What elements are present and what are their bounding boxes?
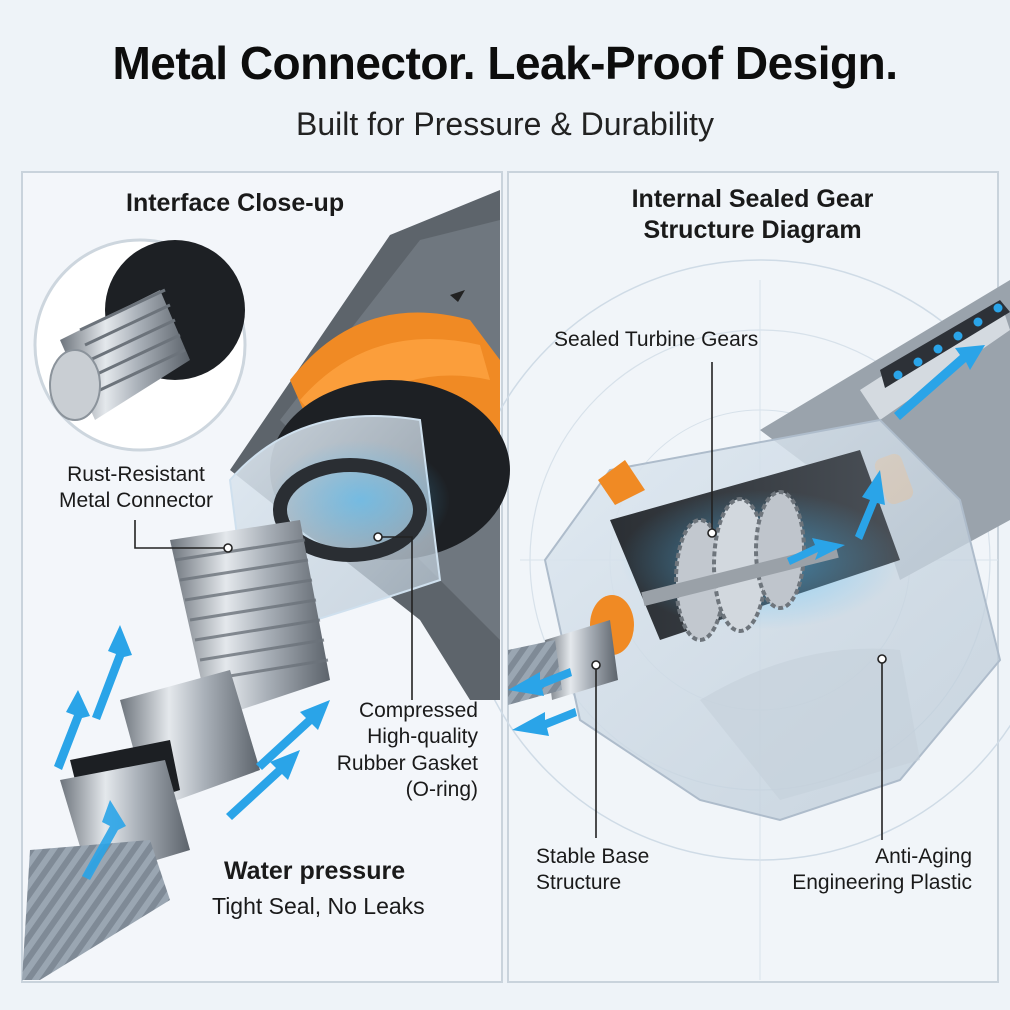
base-callout: Stable Base Structure — [536, 844, 649, 897]
gasket-callout-line-3: Rubber Gasket — [336, 751, 478, 775]
connector-callout-line-1: Rust-Resistant — [67, 463, 205, 486]
leader-lines-left — [134, 520, 413, 700]
gear-housing-right — [508, 280, 1010, 822]
plastic-callout: Anti-Aging Engineering Plastic — [740, 844, 972, 897]
gasket-callout-line-4: (O-ring) — [405, 777, 478, 801]
right-panel-title: Internal Sealed Gear Structure Diagram — [580, 184, 925, 247]
inset-closeup-circle — [33, 238, 247, 452]
arrow-mark-icon — [450, 290, 465, 302]
left-panel-title: Interface Close-up — [126, 189, 345, 217]
page-subtitle: Built for Pressure & Durability — [296, 106, 714, 142]
right-panel-title-line-1: Internal Sealed Gear — [631, 185, 874, 213]
water-flow-arrows-right — [508, 345, 985, 736]
right-panel-title-line-2: Structure Diagram — [643, 216, 862, 245]
base-callout-line-1: Stable Base — [536, 845, 650, 868]
page-title: Metal Connector. Leak-Proof Design. — [112, 37, 898, 89]
gasket-callout: Compressed High-quality Rubber Gasket (O… — [300, 698, 478, 803]
water-pressure-text: Tight Seal, No Leaks — [212, 893, 425, 919]
nozzle-body-left — [22, 190, 510, 980]
gears-callout: Sealed Turbine Gears — [554, 328, 759, 351]
handle-indicator-dots — [893, 303, 1003, 380]
turbine-gears — [641, 490, 839, 642]
connector-callout-line-2: Metal Connector — [58, 489, 214, 513]
plastic-callout-line-2: Engineering Plastic — [792, 871, 972, 895]
leader-lines-right — [591, 362, 887, 840]
gasket-callout-line-2: High-quality — [367, 725, 478, 749]
connector-callout: Rust-Resistant Metal Connector — [36, 462, 236, 515]
gasket-callout-line-1: Compressed — [358, 699, 478, 722]
water-pressure-title: Water pressure — [224, 857, 406, 885]
water-flow-arrows-left — [54, 625, 330, 880]
base-callout-line-2: Structure — [536, 871, 622, 895]
plastic-callout-line-1: Anti-Aging — [875, 845, 972, 868]
